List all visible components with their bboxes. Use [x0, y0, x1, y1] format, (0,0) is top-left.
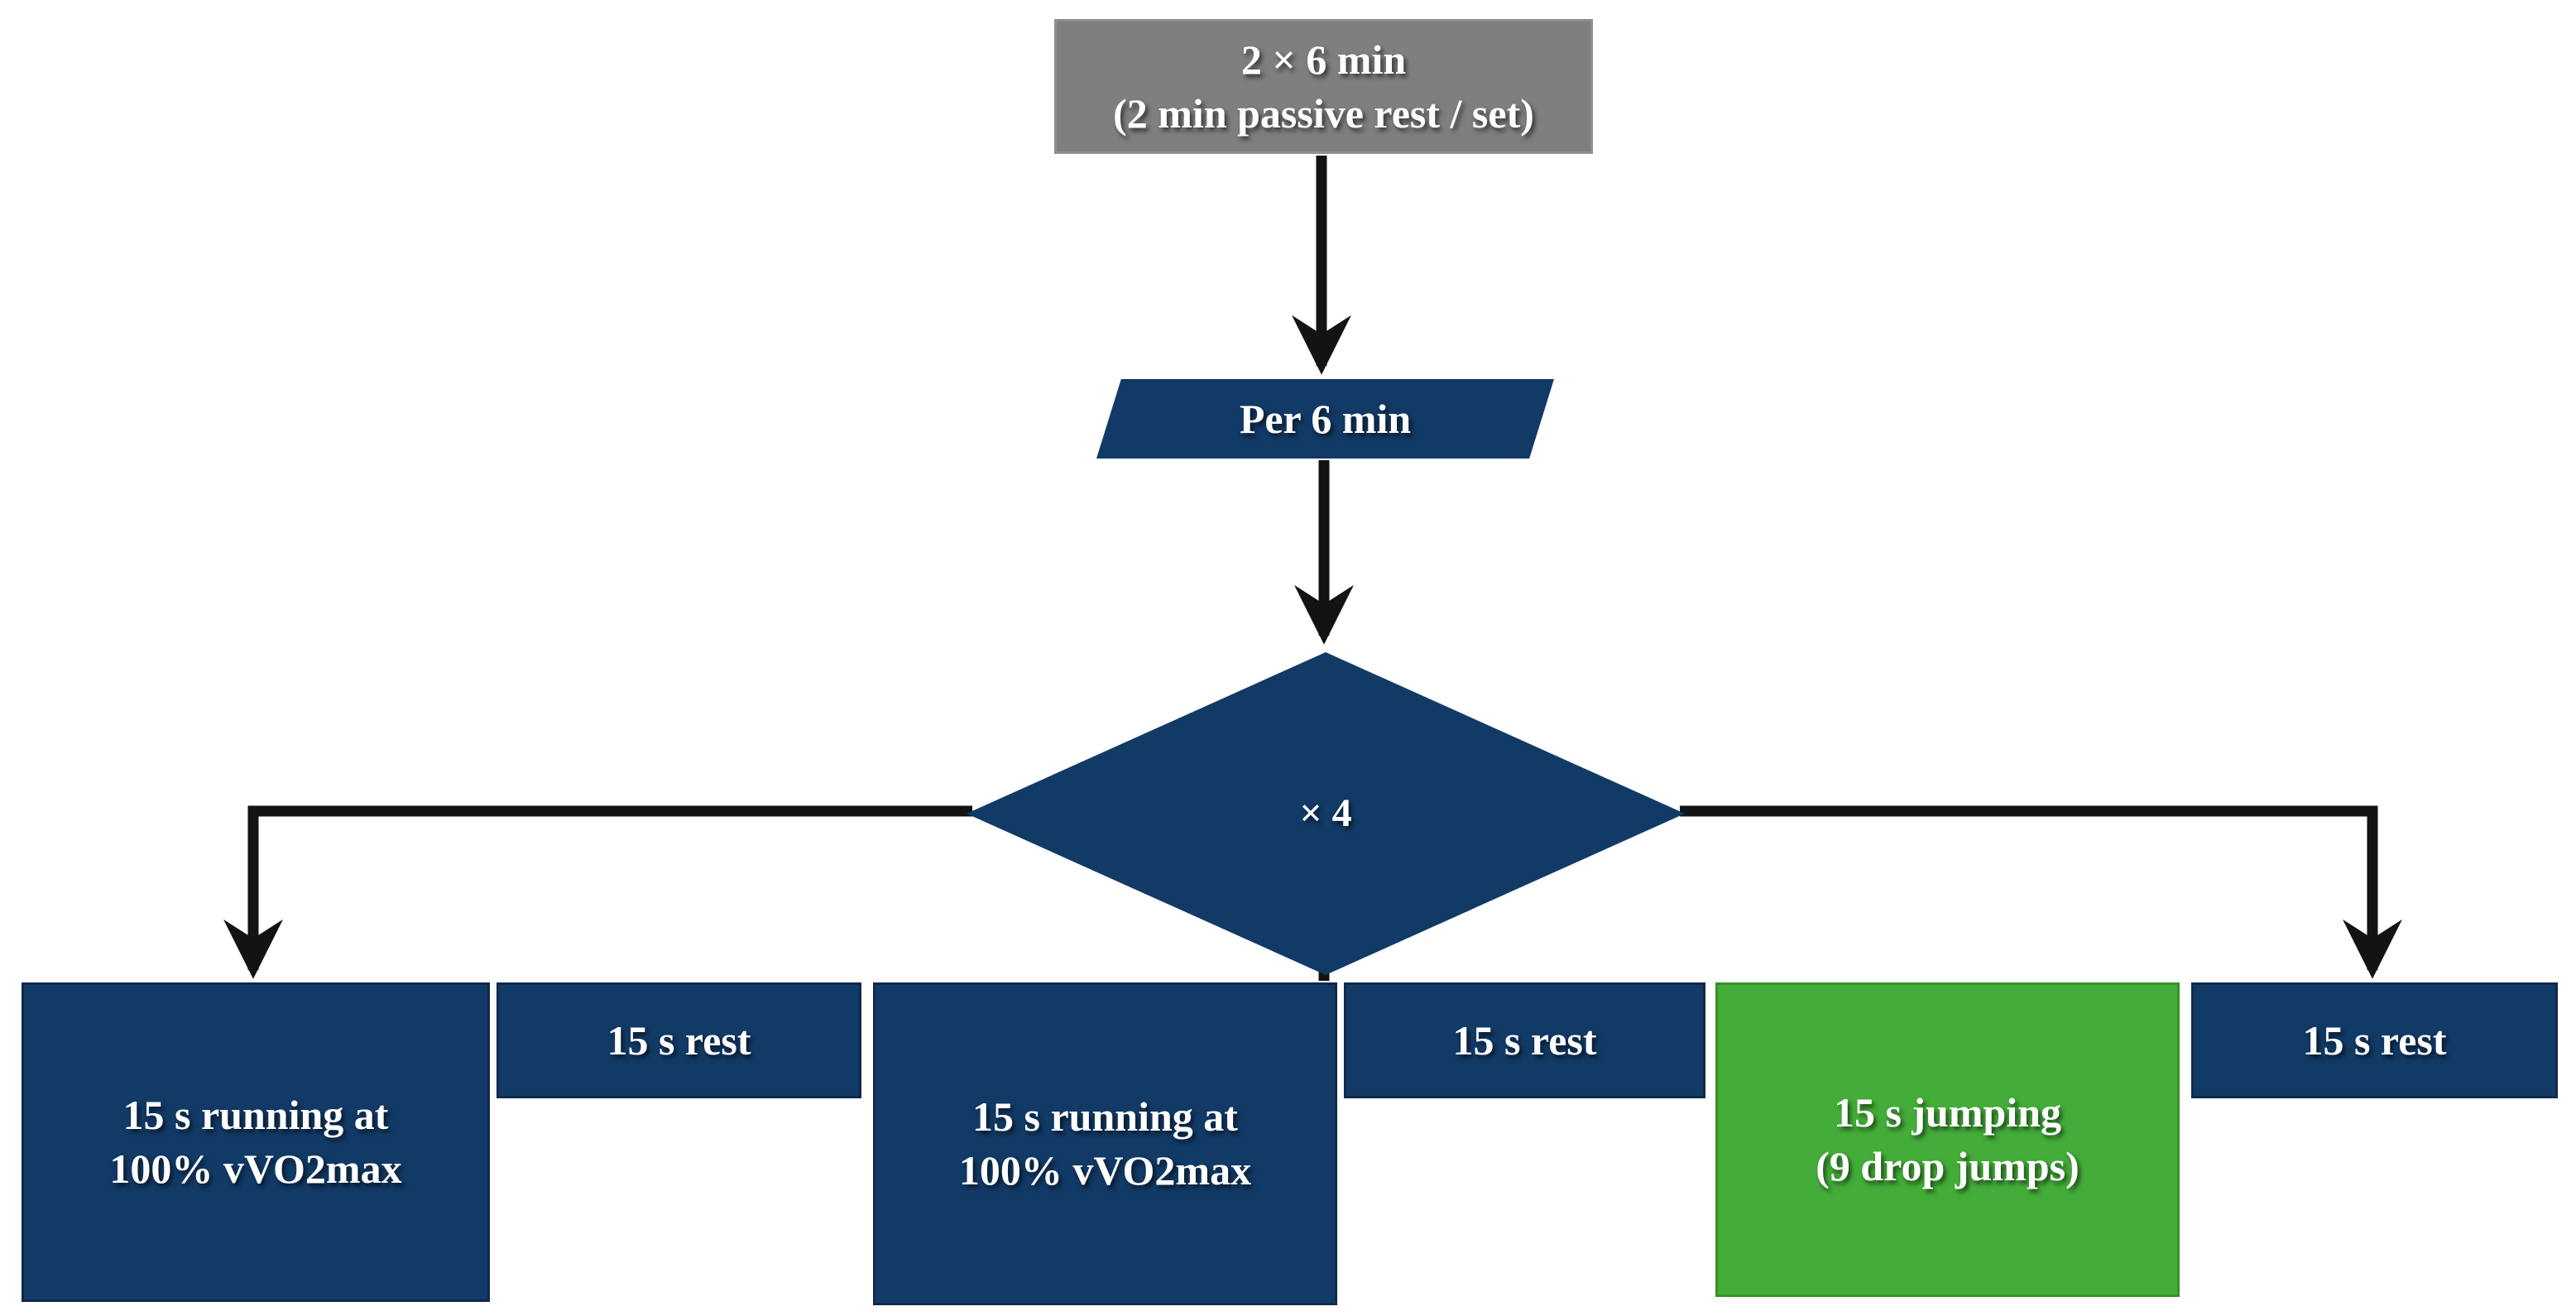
- node-rest-2: 15 s rest: [1344, 982, 1705, 1098]
- per-6-min-label: Per 6 min: [1239, 395, 1412, 442]
- node-rest-3: 15 s rest: [2191, 982, 2558, 1098]
- rest-2-label: 15 s rest: [1452, 1016, 1597, 1064]
- running-1-label: 15 s running at 100% vVO2max: [109, 1088, 401, 1196]
- repeat-x4-label: × 4: [1299, 790, 1352, 835]
- arrow-repeat-to-running1: [223, 805, 972, 979]
- running-2-line2: 100% vVO2max: [958, 1147, 1252, 1194]
- node-sets: 2 × 6 min (2 min passive rest / set): [1054, 19, 1593, 154]
- jumping-label: 15 s jumping (9 drop jumps): [1816, 1086, 2080, 1194]
- node-per-6-min: Per 6 min: [1096, 379, 1554, 459]
- sets-line2: (2 min passive rest / set): [1113, 89, 1534, 137]
- arrow-repeat-to-rest3: [1680, 805, 2402, 979]
- running-2-line1: 15 s running at: [972, 1093, 1238, 1140]
- running-2-label: 15 s running at 100% vVO2max: [959, 1090, 1251, 1198]
- sets-line1: 2 × 6 min: [1240, 36, 1407, 83]
- node-rest-1: 15 s rest: [496, 982, 861, 1098]
- node-jumping: 15 s jumping (9 drop jumps): [1715, 982, 2180, 1297]
- jumping-line1: 15 s jumping: [1833, 1089, 2062, 1136]
- rest-3-label: 15 s rest: [2302, 1016, 2447, 1064]
- node-running-2: 15 s running at 100% vVO2max: [873, 982, 1337, 1305]
- node-running-1: 15 s running at 100% vVO2max: [22, 982, 490, 1302]
- running-1-line1: 15 s running at: [122, 1092, 389, 1138]
- running-1-line2: 100% vVO2max: [109, 1145, 402, 1192]
- sets-label: 2 × 6 min (2 min passive rest / set): [1113, 33, 1534, 141]
- rest-1-label: 15 s rest: [607, 1016, 751, 1064]
- jumping-line2: (9 drop jumps): [1816, 1143, 2080, 1189]
- node-repeat-x4: × 4: [967, 652, 1685, 975]
